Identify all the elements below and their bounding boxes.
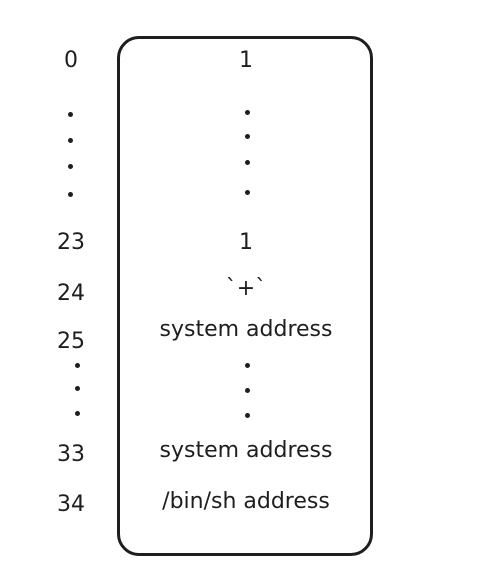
ellipsis-dot [245,110,250,115]
ellipsis-dot [245,413,250,418]
ellipsis-dot [75,411,80,416]
stack-value-25: system address [159,317,333,342]
offset-label-0: 0 [64,48,78,73]
stack-value-0: 1 [239,48,253,73]
ellipsis-dot [68,192,73,197]
stack-value-23: 1 [239,230,253,255]
stack-value-24: `+` [225,276,267,301]
ellipsis-dot [245,160,250,165]
ellipsis-dot [245,134,250,139]
ellipsis-dot [75,363,80,368]
offset-label-25: 25 [57,329,85,354]
stack-value-34: /bin/sh address [162,489,330,514]
ellipsis-dot [68,138,73,143]
stack-frame-box [117,36,373,556]
ellipsis-dot [68,164,73,169]
ellipsis-dot [75,386,80,391]
stack-value-33: system address [159,438,333,463]
offset-label-33: 33 [57,442,85,467]
offset-label-24: 24 [57,281,85,306]
ellipsis-dot [245,190,250,195]
ellipsis-dot [68,112,73,117]
offset-label-23: 23 [57,230,85,255]
ellipsis-dot [245,388,250,393]
offset-label-34: 34 [57,492,85,517]
ellipsis-dot [245,363,250,368]
